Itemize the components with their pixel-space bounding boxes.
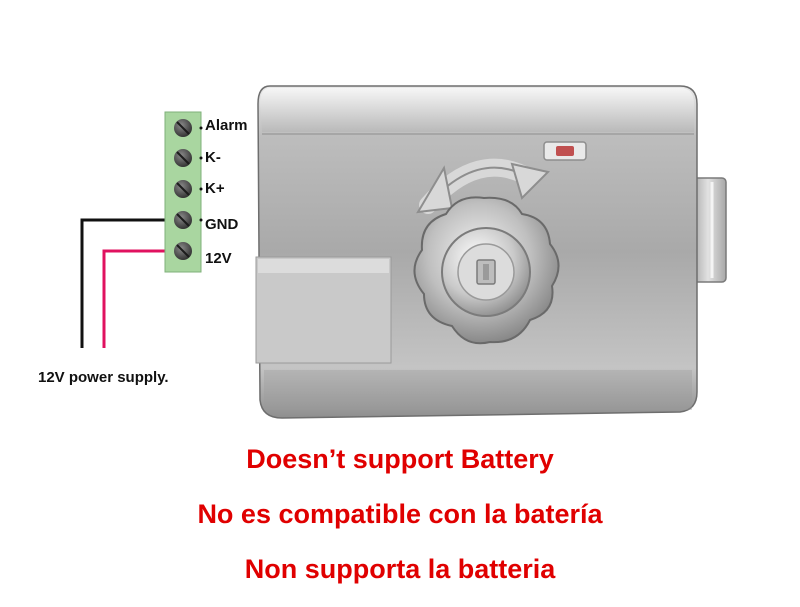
terminal-label-gnd: GND — [205, 216, 239, 233]
terminal-screw — [174, 119, 192, 137]
terminal-screw — [174, 242, 192, 260]
power-supply-label: 12V power supply. — [38, 369, 169, 386]
terminal-screw — [174, 180, 192, 198]
terminal-block — [164, 111, 203, 273]
indicator-led-icon — [543, 141, 587, 161]
rotation-arrow-icon — [416, 158, 550, 214]
notice-italian: Non supporta la batteria — [244, 554, 556, 584]
lock-knob — [413, 196, 560, 345]
notice-spanish: No es compatible con la batería — [197, 499, 603, 529]
terminal-label-12v: 12V — [205, 250, 232, 267]
terminal-screw — [174, 149, 192, 167]
terminal-label-k-minus: K- — [205, 149, 221, 166]
terminal-label-k-plus: K+ — [205, 180, 225, 197]
power-wires — [80, 218, 178, 348]
notice-english: Doesn’t support Battery — [246, 444, 554, 474]
latch-bolt — [255, 256, 392, 364]
terminal-label-alarm: Alarm — [205, 117, 248, 134]
lock-bolt — [689, 177, 727, 283]
terminal-screw — [174, 211, 192, 229]
